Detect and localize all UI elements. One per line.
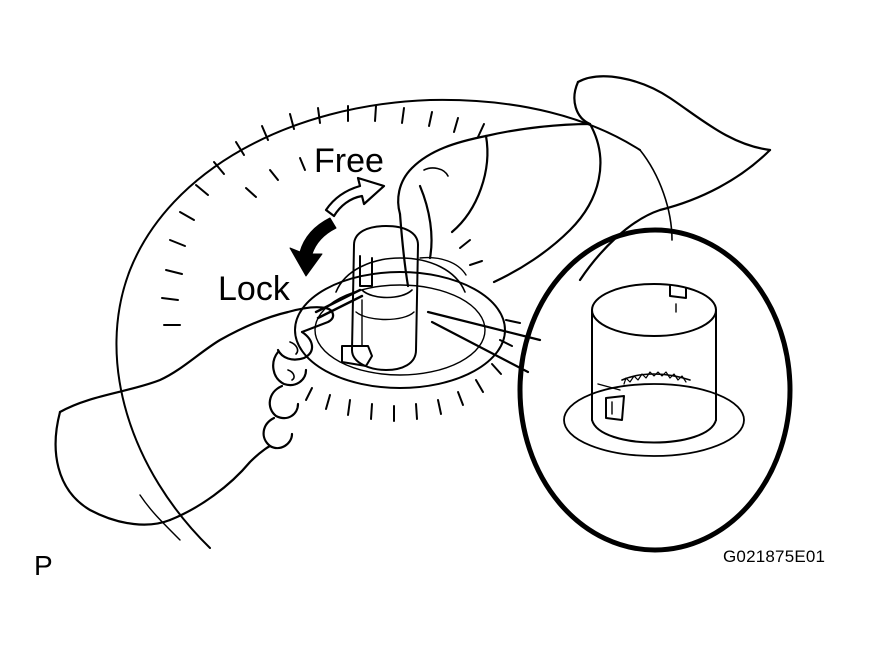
converter-fin-marks bbox=[161, 105, 485, 326]
right-hand bbox=[397, 75, 772, 288]
free-label: Free bbox=[314, 142, 384, 180]
left-hand bbox=[54, 288, 364, 526]
lock-label: Lock bbox=[218, 270, 290, 308]
torque-converter-body bbox=[115, 98, 673, 549]
view-label: P bbox=[34, 550, 53, 581]
free-arrow-icon bbox=[324, 176, 386, 218]
detail-circle bbox=[517, 227, 793, 553]
figure-code: G021875E01 bbox=[723, 547, 826, 566]
converter-hub bbox=[294, 256, 506, 389]
special-tool-cylinder bbox=[341, 225, 419, 371]
hub-fin-marks bbox=[305, 239, 521, 422]
lock-arrow-icon bbox=[289, 217, 337, 277]
detail-leader-lines bbox=[426, 310, 542, 374]
